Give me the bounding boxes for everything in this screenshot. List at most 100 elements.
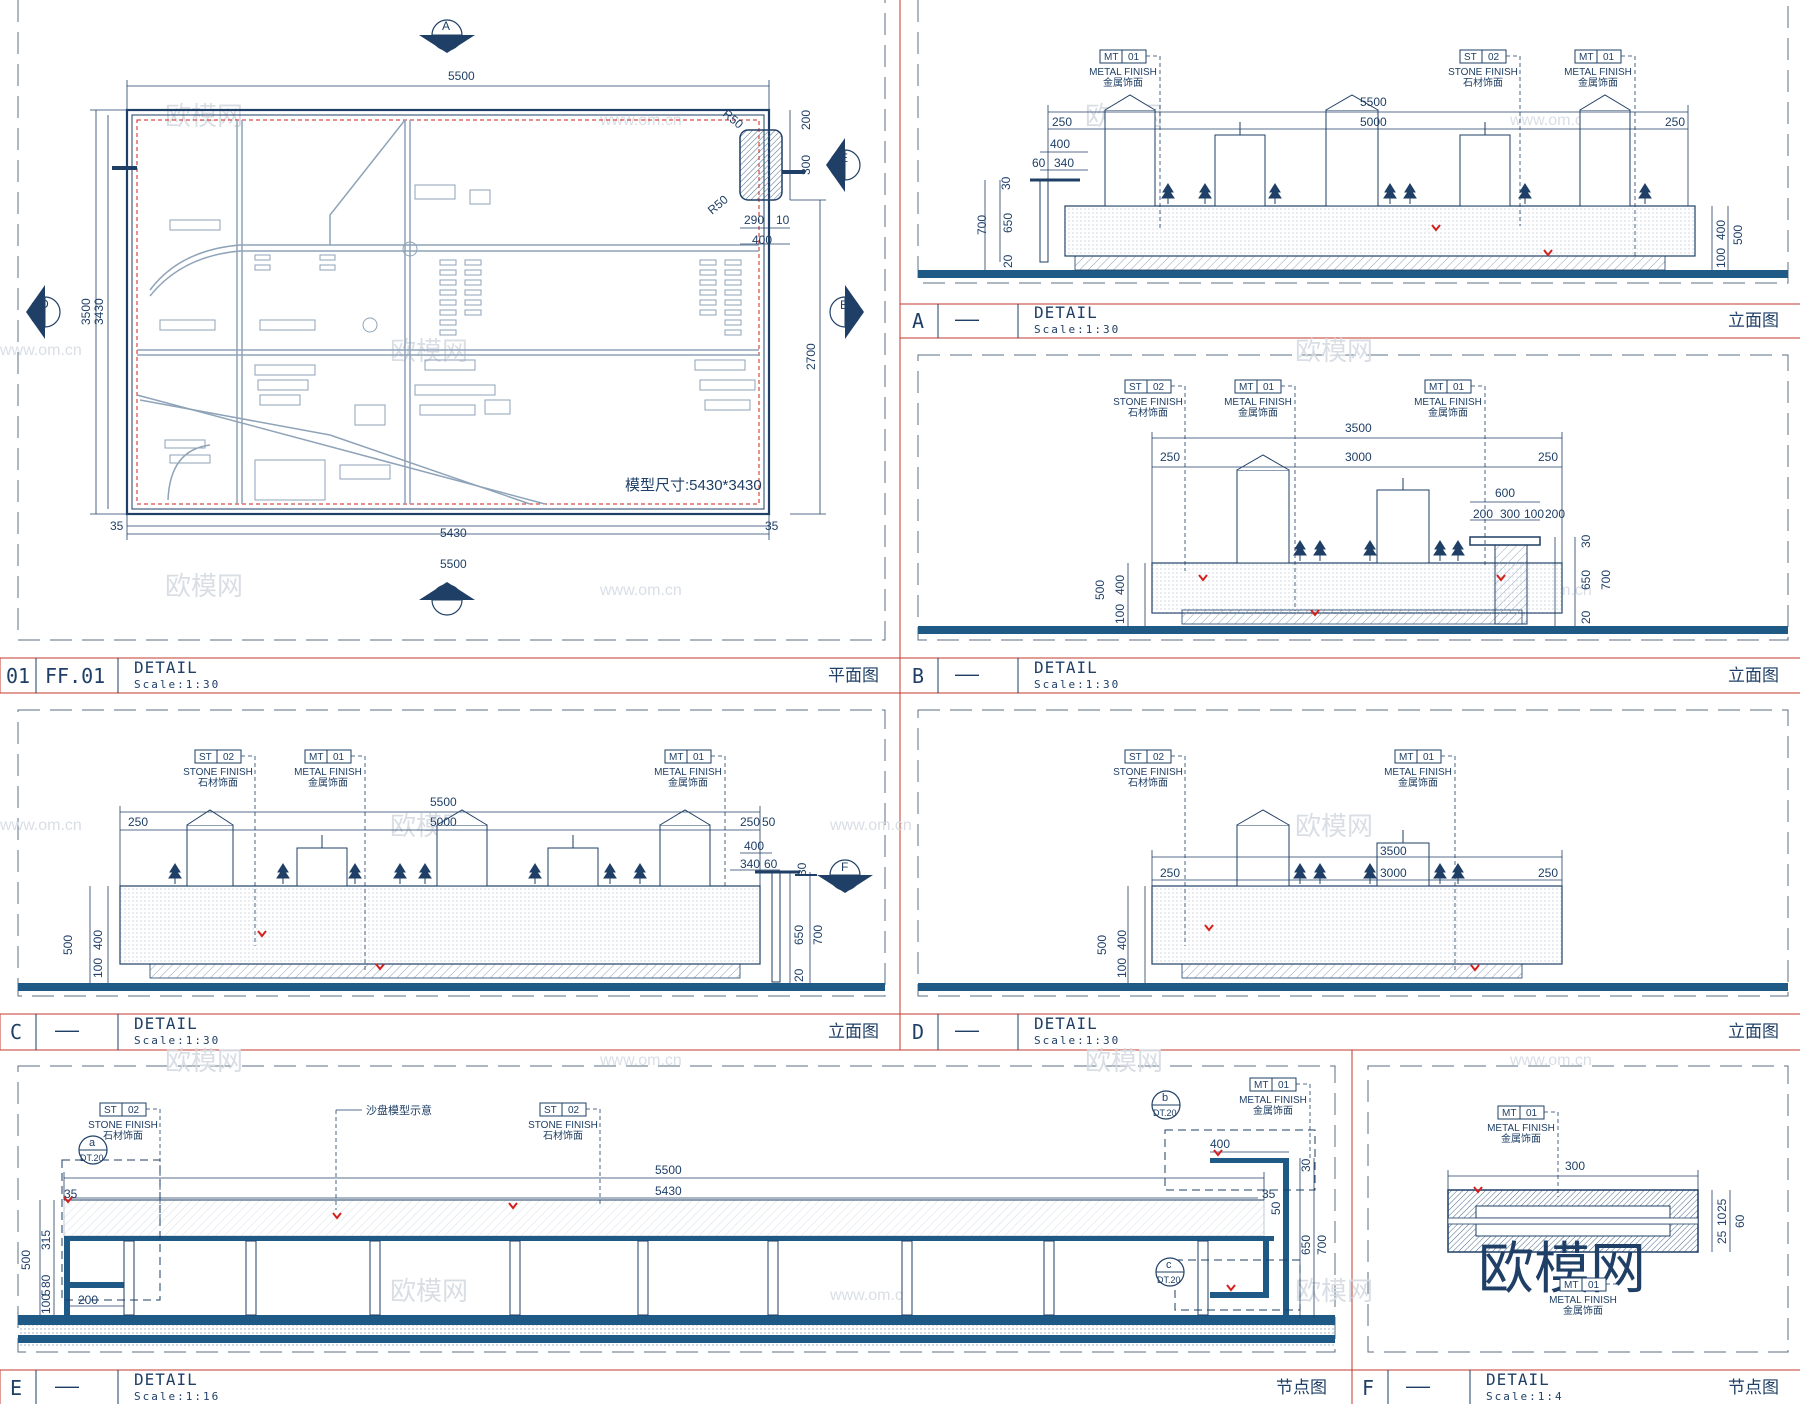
elev-d-dim-250: 250 [1160, 866, 1180, 880]
panel-ref: —— [55, 1374, 80, 1398]
tag-number: 01 [1526, 1108, 1538, 1119]
red-arrow-marker [508, 1202, 518, 1210]
elev-c-dim-30: 30 [795, 862, 809, 876]
tag-number: 02 [128, 1105, 140, 1116]
elev-d-dim-250r: 250 [1538, 866, 1558, 880]
tag-number: 01 [1603, 52, 1615, 63]
tag-type: MT [1104, 52, 1118, 63]
tag-type: MT [1502, 1108, 1516, 1119]
sec-e-dim-80: 80 [39, 1274, 53, 1288]
section-marker-c: C [419, 582, 475, 616]
red-arrow-marker [332, 1212, 342, 1220]
elev-c-dim-5000: 5000 [430, 815, 457, 829]
sec-e-dim-315: 315 [39, 1230, 53, 1250]
svg-text:DT.20: DT.20 [1157, 1275, 1181, 1285]
tag-type: MT [1564, 1280, 1578, 1291]
elev-a-dim-650: 650 [1001, 213, 1015, 233]
sec-e-dim-5500: 5500 [655, 1163, 682, 1177]
tag-label-cn: 金属饰面 [1563, 1304, 1603, 1317]
elev-d-dim-100: 100 [1115, 958, 1129, 978]
svg-text:c: c [1166, 1259, 1172, 1271]
elev-a-dim-400: 400 [1050, 137, 1070, 151]
buildings-c [186, 809, 711, 887]
plan-dim-bottom: 5500 [440, 557, 467, 571]
tag-label-en: STONE FINISH [1113, 397, 1183, 408]
tag-type: MT [1429, 382, 1443, 393]
panel-title: DETAIL [1034, 303, 1098, 322]
elevation-d: 3500 3000 250 250 500 400 100 [918, 809, 1788, 991]
panel-code: D [912, 1020, 924, 1044]
tag-type: ST [1129, 382, 1142, 393]
svg-text:E: E [840, 151, 848, 165]
buildings-b [1236, 454, 1430, 564]
watermark-url: www.om.cn [1509, 1052, 1592, 1069]
tag-number: 02 [1488, 52, 1500, 63]
elev-d-dim-3000: 3000 [1380, 866, 1407, 880]
panel-name: 立面图 [1728, 311, 1779, 330]
elev-a-dim-500: 500 [1731, 225, 1745, 245]
tag-label-en: METAL FINISH [1384, 767, 1452, 778]
plan-dim-left: 3500 [79, 298, 93, 325]
tag-label-en: METAL FINISH [1414, 397, 1482, 408]
sec-e-dim-200: 200 [78, 1293, 98, 1307]
svg-text:D: D [40, 297, 49, 311]
title-bar-b: B —— DETAIL Scale:1:30 立面图 [912, 658, 1779, 693]
watermark-url: www.om.cn [1509, 112, 1592, 129]
plan-dim-r50b: R50 [705, 192, 731, 217]
section-e-posts [123, 1240, 1209, 1316]
watermark-url: www.om.cn [599, 582, 682, 599]
panel-code: C [10, 1020, 22, 1044]
section-marker-f: F [795, 859, 873, 893]
tag-number: 01 [1128, 52, 1140, 63]
sec-e-note: 沙盘模型示意 [366, 1103, 432, 1117]
tag-label-cn: 金属饰面 [1428, 406, 1468, 419]
elev-c-dim-700: 700 [811, 925, 825, 945]
tag-label-cn: 石材饰面 [198, 776, 238, 789]
plan-dim-edge: 35 [765, 519, 779, 533]
elevation-c: 5500 5000 250 250 50 400 340 60 30 500 4… [18, 795, 885, 991]
elev-a-dim-400r: 400 [1714, 220, 1728, 240]
red-arrow-marker [1310, 609, 1320, 617]
sec-e-dim-100: 100 [39, 1294, 53, 1314]
tag-label-en: METAL FINISH [654, 767, 722, 778]
tag-number: 01 [1263, 382, 1275, 393]
plan-blocks [159, 184, 756, 501]
red-arrow-marker [63, 1196, 73, 1204]
red-arrow-marker [1198, 574, 1208, 582]
elev-b-dim-500: 500 [1093, 580, 1107, 600]
plan-roads [136, 119, 759, 505]
panel-title: DETAIL [1486, 1370, 1550, 1389]
elev-a-dim-340: 340 [1054, 156, 1074, 170]
panel-code: A [912, 309, 924, 333]
red-arrow-marker [1204, 924, 1214, 932]
callout-a: a DT.20 [78, 1135, 108, 1165]
elev-b-dim-30: 30 [1579, 534, 1593, 548]
svg-text:C: C [442, 586, 451, 600]
tag-label-en: METAL FINISH [1239, 1095, 1307, 1106]
plan-dim-290: 290 [744, 213, 764, 227]
elevation-b: 3500 3000 250 250 600 200 300 100 200 50… [918, 421, 1788, 634]
title-bar-f: F —— DETAIL Scale:1:4 节点图 [1362, 1370, 1779, 1404]
title-bar-c: C —— DETAIL Scale:1:30 立面图 [0, 1014, 879, 1050]
elev-b-dim-700: 700 [1599, 570, 1613, 590]
sec-e-dim-650: 650 [1299, 1235, 1313, 1255]
watermark-url: www.om.cn [599, 1052, 682, 1069]
section-marker-e: E [826, 138, 861, 192]
elev-c-dim-340: 340 [740, 857, 760, 871]
elev-d-dim-3500: 3500 [1380, 844, 1407, 858]
watermarks: 欧模网 欧模网 欧模网 欧模网 欧模网 欧模网 欧模网 欧模网 欧模网 欧模网 … [0, 101, 1592, 1306]
title-bar-e: E —— DETAIL Scale:1:16 节点图 [0, 1370, 1327, 1404]
elev-c-dim-400b: 400 [91, 930, 105, 950]
panel-name: 平面图 [828, 666, 879, 685]
tag-type: ST [544, 1105, 557, 1116]
tag-type: MT [1399, 752, 1413, 763]
panel-scale: Scale:1:30 [134, 678, 220, 691]
